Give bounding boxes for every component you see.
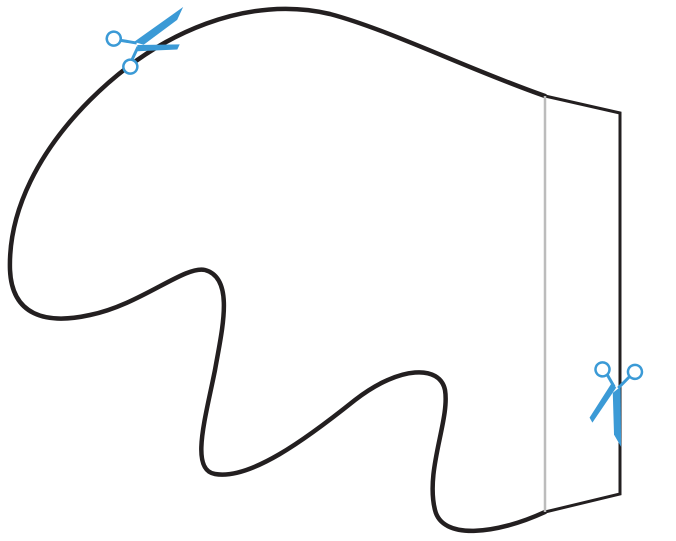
scissors-icon	[105, 6, 199, 78]
tab-outline	[545, 96, 620, 512]
cut-outline	[10, 9, 545, 531]
